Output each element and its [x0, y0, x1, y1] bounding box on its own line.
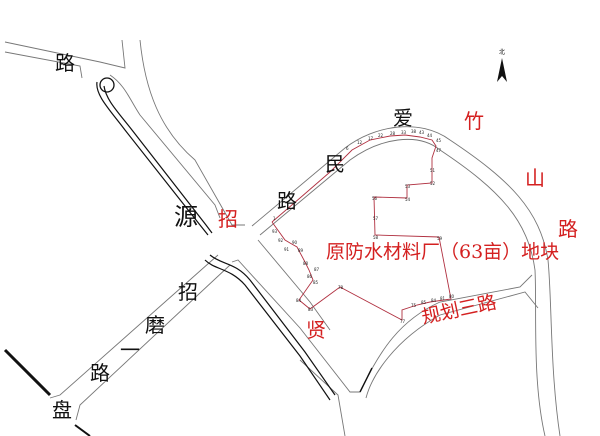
north-label: 北 [499, 48, 505, 56]
road-label: 贤 [306, 318, 326, 342]
road-edge [365, 291, 539, 399]
boundary-point-label: 43 [419, 130, 425, 135]
boundary-point-label: 75 [411, 303, 417, 308]
road-label: 招 [178, 280, 198, 304]
boundary-point-label: 22 [378, 133, 384, 138]
road-label: 路 [90, 361, 110, 385]
boundary-point-label: 78 [338, 285, 344, 290]
road-label: 路 [558, 217, 578, 241]
boundary-point-label: 47 [436, 148, 442, 153]
boundary-point-label: 85 [313, 280, 319, 285]
boundary-point-label: 59 [437, 236, 443, 241]
road-label: 山 [525, 166, 545, 190]
boundary-point-label: 86 [307, 274, 313, 279]
parcel-label: 原防水材料厂（63亩）地块 [326, 241, 560, 263]
road-label: 爱 [393, 106, 413, 130]
road-edge [109, 74, 221, 219]
boundary-point-label: 81 [440, 296, 446, 301]
roundabout-circle [99, 77, 115, 93]
boundary-point-label: 85 [421, 300, 427, 305]
boundary-point-label: 54 [405, 197, 411, 202]
boundary-point-label: 87 [314, 267, 320, 272]
boundary-point-label: 44 [427, 133, 433, 138]
boundary-point-label: 77 [400, 319, 406, 324]
channel-line [96, 81, 209, 236]
road-edge [4, 39, 126, 69]
boundary-point-label: 45 [436, 138, 442, 143]
road-edge-dark [359, 367, 373, 393]
boundary-point-label: 56 [372, 196, 378, 201]
road-label: 一 [120, 338, 140, 362]
road-edge [251, 126, 561, 436]
road-edge [4, 51, 83, 79]
boundary-point-label: 92 [278, 238, 284, 243]
river-lines [3, 81, 373, 436]
boundary-point-label: 90 [292, 240, 298, 245]
boundary-point-label: 17 [368, 136, 374, 141]
road-edge [299, 359, 346, 436]
road-edge [49, 254, 219, 399]
boundary-point-label: 53 [405, 184, 411, 189]
parcel-boundary [271, 134, 452, 321]
road-label: 路 [55, 51, 75, 75]
channel-line [204, 259, 331, 401]
boundary-point-label: 83 [308, 307, 314, 312]
road-label: 磨 [145, 313, 165, 337]
boundary-point-label: 93 [272, 229, 278, 234]
boundary-point-label: 80 [449, 294, 455, 299]
thick-line [74, 424, 91, 436]
road-edge [139, 39, 245, 226]
channel-line [209, 254, 336, 396]
boundary-point-label: 89 [298, 248, 304, 253]
boundary-point-label: 51 [430, 168, 436, 173]
boundary-point-label: 38 [411, 129, 417, 134]
road-edge [231, 259, 360, 393]
boundary-point-label: 91 [284, 247, 290, 252]
boundary-point-label: 12 [357, 140, 363, 145]
road-label: 盘 [52, 398, 72, 422]
north-arrow-icon: 北 [497, 48, 507, 82]
road-label: 民 [325, 152, 345, 176]
road-label: 竹 [464, 109, 484, 133]
road-edge [359, 274, 533, 393]
boundary-point-label: 1 [273, 216, 276, 221]
boundary-point-label: 52 [430, 181, 436, 186]
boundary-point-label: 33 [401, 130, 407, 135]
road-edge [259, 139, 546, 436]
road-edge [257, 239, 331, 331]
road-label: 招 [218, 207, 238, 231]
road-label: 源 [174, 203, 198, 231]
boundary-point-label: 58 [373, 235, 379, 240]
boundary-point-label: 6 [346, 146, 349, 151]
boundary-point-label: 84 [296, 298, 302, 303]
boundary-point-label: 88 [303, 261, 309, 266]
boundary-point-label: 28 [390, 131, 396, 136]
road-label: 路 [277, 189, 297, 213]
boundary-point-label: 57 [373, 216, 379, 221]
boundary-point-label: 84 [431, 298, 437, 303]
road-edge [75, 264, 231, 421]
thick-line [3, 348, 52, 397]
